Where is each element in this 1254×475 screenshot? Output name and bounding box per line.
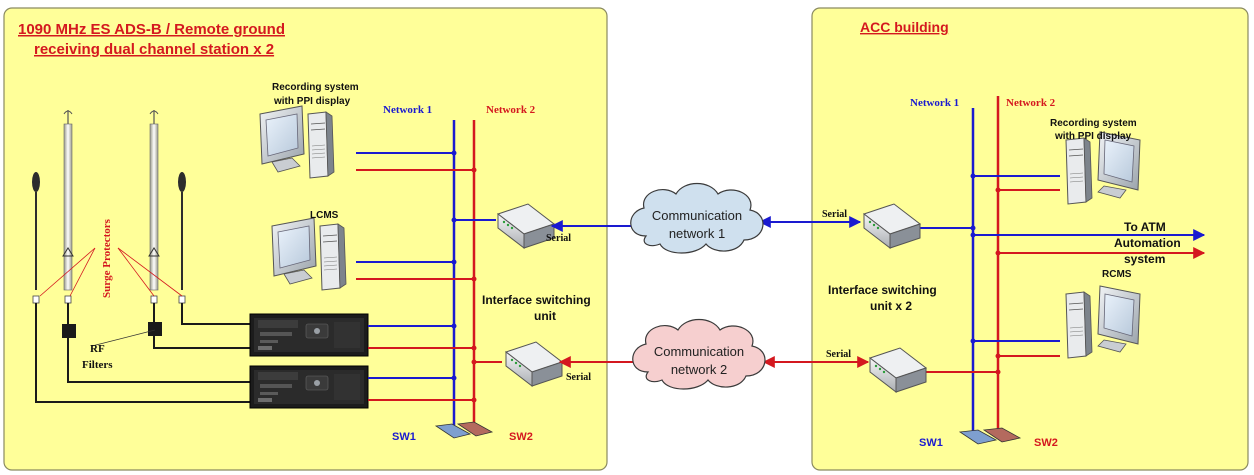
antenna-cabling — [35, 303, 250, 403]
left-sw2-switch — [456, 421, 494, 437]
cloud2-label-line2: network 2 — [671, 362, 727, 377]
right-sw1-label: SW1 — [919, 437, 943, 449]
right-isu-label-line2: unit x 2 — [870, 299, 912, 313]
right-recording-label-line2: with PPI display — [1054, 131, 1132, 142]
left-panel-title-line1: 1090 MHz ES ADS-B / Remote ground — [18, 21, 285, 38]
left-serial-label-1: Serial — [546, 233, 571, 244]
right-isu-label-line1: Interface switching — [828, 283, 937, 297]
cloud1-label-line2: network 1 — [669, 226, 725, 241]
right-sw1-switch — [958, 429, 998, 445]
left-pc-links — [356, 152, 474, 280]
left-network1-label: Network 1 — [383, 104, 432, 116]
left-rack-links — [368, 325, 474, 401]
left-recording-label-line2: with PPI display — [273, 96, 351, 107]
right-serial-label-1: Serial — [822, 209, 847, 220]
cloud2-label-line1: Communication — [654, 344, 744, 359]
receiver-unit-1 — [249, 313, 369, 357]
blade-antenna-1 — [32, 172, 40, 304]
left-serial-label-2: Serial — [566, 372, 591, 383]
lcms-label: LCMS — [310, 210, 339, 221]
left-panel-title-line2: receiving dual channel station x 2 — [34, 41, 274, 58]
left-sw1-switch — [434, 423, 472, 439]
left-recording-label-line1: Recording system — [272, 82, 359, 93]
rf-label-line2: Filters — [82, 359, 113, 371]
receiver-unit-2 — [249, 365, 369, 409]
rf-filter-1 — [62, 324, 76, 338]
surge-protectors-label: Surge Protectors — [101, 218, 113, 298]
antenna-mast-2 — [148, 110, 160, 304]
communication-network-1-cloud: Communication network 1 — [630, 182, 764, 254]
atm-label-line1: To ATM — [1124, 220, 1166, 234]
right-network2-label: Network 2 — [1006, 97, 1056, 109]
right-junctions — [970, 173, 1001, 375]
atm-label-line3: system — [1124, 252, 1165, 266]
left-junctions — [451, 150, 477, 403]
right-panel — [811, 7, 1249, 471]
right-sw2-switch — [982, 427, 1022, 443]
rf-label-line1: RF — [90, 343, 105, 355]
antenna-mast-1 — [62, 110, 74, 304]
right-recording-label-line1: Recording system — [1050, 118, 1137, 129]
right-panel-title: ACC building — [860, 19, 949, 35]
left-isu-label-line2: unit — [534, 309, 556, 323]
left-isu-label-line1: Interface switching — [482, 293, 591, 307]
cloud1-label-line1: Communication — [652, 208, 742, 223]
right-sw2-label: SW2 — [1034, 437, 1058, 449]
communication-network-2-cloud: Communication network 2 — [632, 318, 766, 390]
surge-pointer-lines — [39, 247, 183, 297]
rf-filter-2 — [148, 322, 162, 336]
right-pc-links — [918, 175, 1060, 373]
left-sw1-label: SW1 — [392, 431, 416, 443]
atm-label-line2: Automation — [1114, 236, 1181, 250]
left-sw2-label: SW2 — [509, 431, 533, 443]
right-serial-label-2: Serial — [826, 349, 851, 360]
left-network2-label: Network 2 — [486, 104, 536, 116]
right-network1-label: Network 1 — [910, 97, 959, 109]
rcms-label: RCMS — [1102, 269, 1132, 280]
